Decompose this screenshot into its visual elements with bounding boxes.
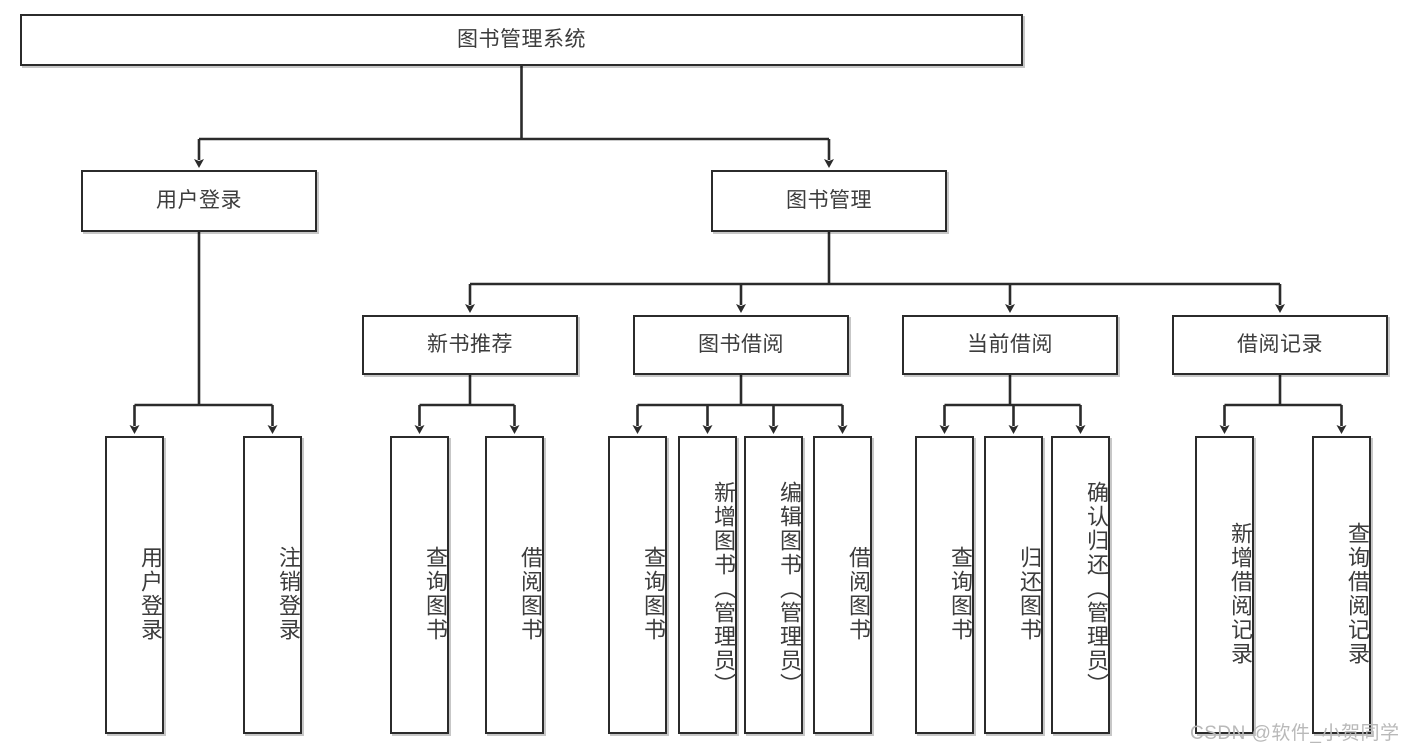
node-label: 确认归还（管理员） [1084, 481, 1109, 697]
csdn-watermark: CSDN @软件_小贺同学 [1190, 723, 1400, 744]
node-label: 图书借阅 [698, 332, 784, 356]
node-label: 注销登录 [276, 546, 301, 642]
node-book-borrow[interactable]: 图书借阅 [633, 315, 849, 375]
node-root[interactable]: 图书管理系统 [20, 14, 1023, 66]
node-leaf-query-book-2[interactable]: 查询图书 [608, 436, 667, 734]
node-leaf-confirm-return[interactable]: 确认归还（管理员） [1051, 436, 1110, 734]
node-label: 借阅图书 [518, 546, 543, 642]
node-leaf-add-book[interactable]: 新增图书（管理员） [678, 436, 737, 734]
node-label: 查询图书 [948, 546, 973, 642]
node-label: 图书管理系统 [457, 27, 586, 51]
node-label: 查询借阅记录 [1345, 522, 1370, 666]
node-label: 借阅图书 [846, 546, 871, 642]
node-label: 新书推荐 [427, 332, 513, 356]
node-label: 当前借阅 [967, 332, 1053, 356]
node-label: 查询图书 [423, 546, 448, 642]
node-leaf-borrow-book-2[interactable]: 借阅图书 [813, 436, 872, 734]
node-leaf-add-record[interactable]: 新增借阅记录 [1195, 436, 1254, 734]
node-leaf-return-book[interactable]: 归还图书 [984, 436, 1043, 734]
node-leaf-borrow-book-1[interactable]: 借阅图书 [485, 436, 544, 734]
node-leaf-query-book-3[interactable]: 查询图书 [915, 436, 974, 734]
node-label: 用户登录 [156, 188, 242, 212]
node-leaf-query-book-1[interactable]: 查询图书 [390, 436, 449, 734]
node-label: 图书管理 [786, 188, 872, 212]
node-label: 查询图书 [641, 546, 666, 642]
node-label: 新增图书（管理员） [711, 481, 736, 697]
node-user-login[interactable]: 用户登录 [81, 170, 317, 232]
node-book-manage[interactable]: 图书管理 [711, 170, 947, 232]
node-leaf-logout[interactable]: 注销登录 [243, 436, 302, 734]
node-new-book-recommend[interactable]: 新书推荐 [362, 315, 578, 375]
node-label: 借阅记录 [1237, 332, 1323, 356]
node-label: 新增借阅记录 [1228, 522, 1253, 666]
node-label: 归还图书 [1017, 546, 1042, 642]
node-leaf-query-record[interactable]: 查询借阅记录 [1312, 436, 1371, 734]
node-borrow-record[interactable]: 借阅记录 [1172, 315, 1388, 375]
node-label: 编辑图书（管理员） [777, 481, 802, 697]
node-current-borrow[interactable]: 当前借阅 [902, 315, 1118, 375]
node-leaf-edit-book[interactable]: 编辑图书（管理员） [744, 436, 803, 734]
node-label: 用户登录 [138, 546, 163, 642]
node-leaf-user-login[interactable]: 用户登录 [105, 436, 164, 734]
